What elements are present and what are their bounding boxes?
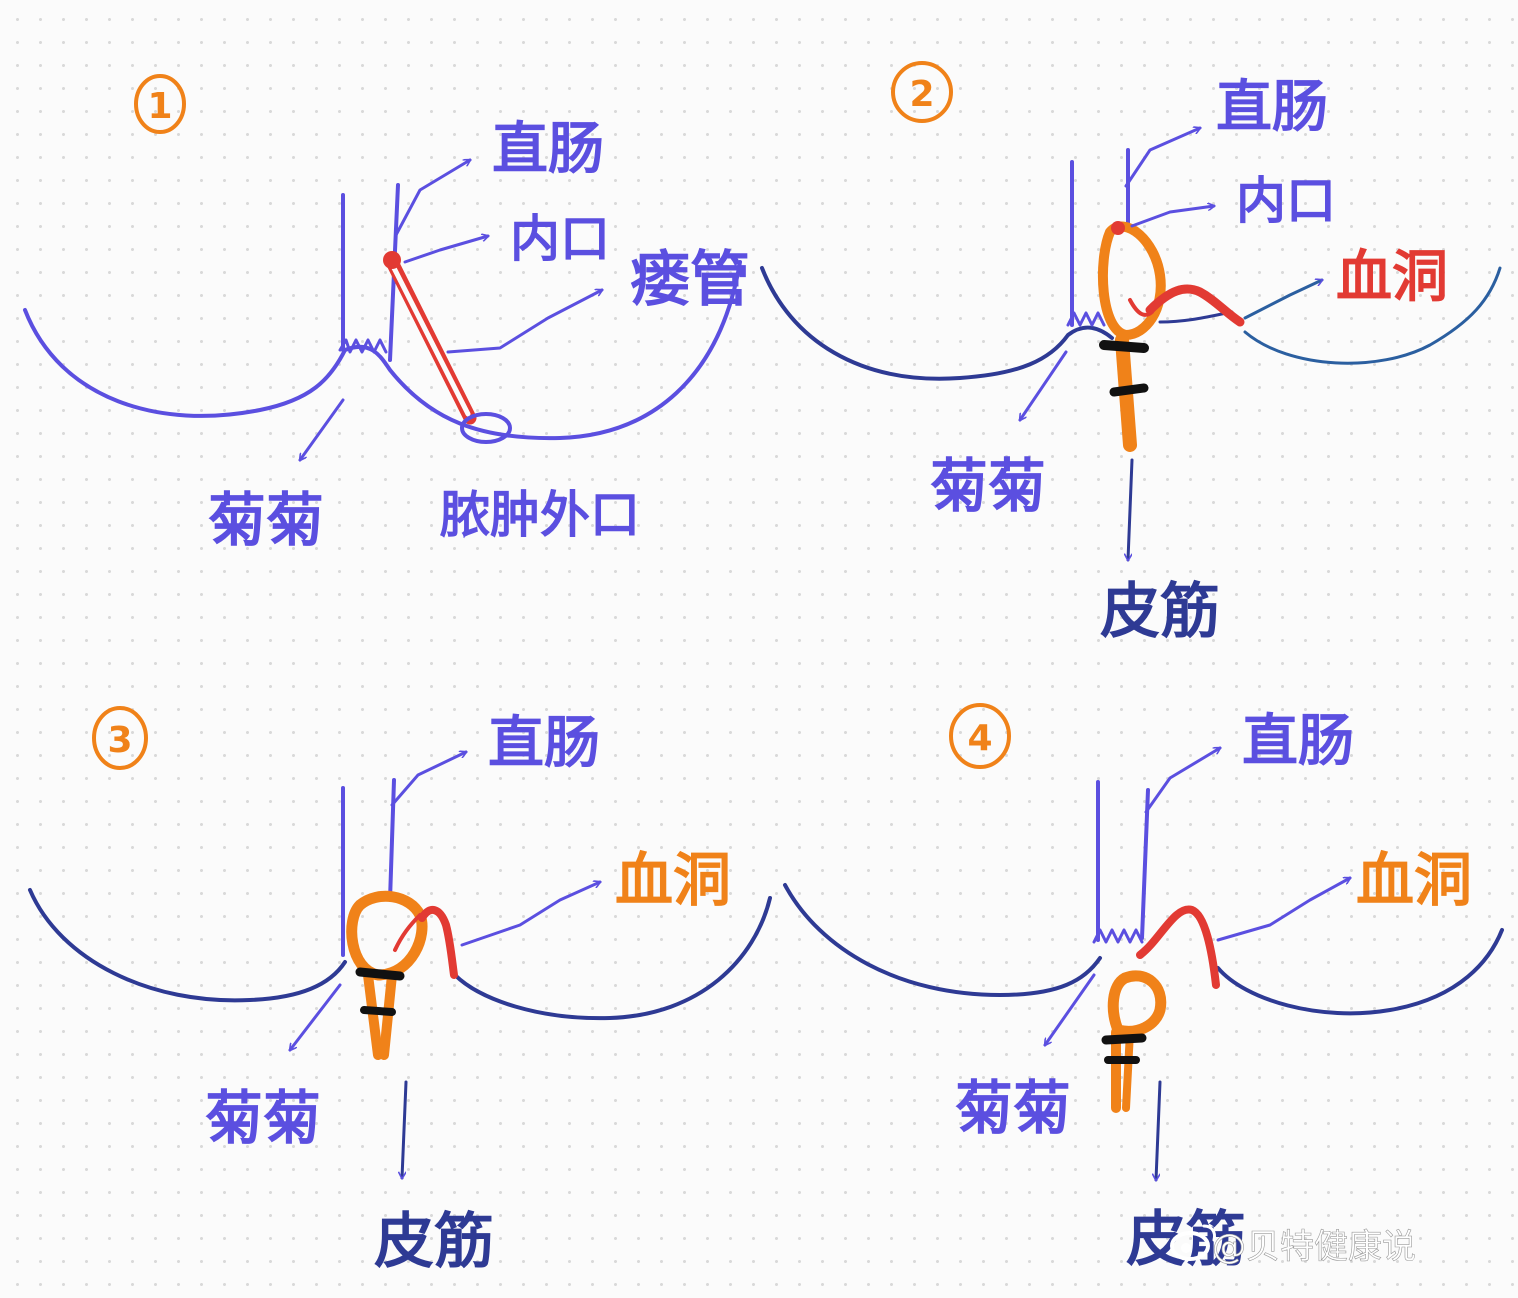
inner-opening-dot: [383, 251, 401, 269]
seton-loop: [1107, 970, 1167, 1037]
label-inner-opening: 内口: [1236, 172, 1336, 230]
buttock-outline: [783, 883, 1102, 997]
anus-mark: [1066, 311, 1106, 327]
blood-hole-wound: [418, 906, 458, 979]
buttock-outline: [1216, 928, 1504, 1016]
outer-opening-ring: [460, 412, 512, 444]
buttock-outline: [760, 266, 1114, 381]
buttock-outline: [1158, 310, 1234, 324]
panel-3: 3 直肠 血洞 菊菊 皮筋: [28, 706, 772, 1277]
rubber-band-arrow: [1156, 1080, 1162, 1180]
panel-number-1: 1: [134, 74, 186, 134]
anal-canal-wall: [1140, 788, 1150, 940]
label-blood-hole: 血洞: [1356, 846, 1472, 914]
svg-text:1: 1: [147, 86, 172, 127]
watermark: @贝特健康说: [1170, 1224, 1416, 1267]
buttock-outline: [453, 896, 772, 1021]
panel-number-2: 2: [891, 61, 953, 123]
label-rectum: 直肠: [488, 711, 600, 776]
anus-arrow: [1043, 973, 1096, 1045]
anal-canal-wall: [388, 778, 396, 902]
seton-tie: [1099, 340, 1149, 353]
seton-tail: [1122, 1028, 1134, 1112]
label-rectum: 直肠: [1242, 709, 1354, 774]
blood-hole-wound: [1136, 905, 1220, 989]
panel-2: 2 直肠 内口 血洞 菊菊 皮筋: [760, 61, 1502, 647]
seton-tie: [360, 1006, 396, 1016]
anus-arrow: [1018, 350, 1068, 420]
buttock-outline: [28, 888, 347, 1003]
svg-text:3: 3: [107, 720, 132, 761]
label-inner-opening: 内口: [510, 210, 610, 268]
weibo-logo-icon: [1170, 1224, 1216, 1261]
label-anus: 菊菊: [930, 452, 1046, 520]
seton-loop: [346, 890, 428, 981]
label-blood-hole: 血洞: [1336, 245, 1448, 310]
buttock-outline: [23, 260, 742, 441]
label-anus: 菊菊: [955, 1074, 1071, 1142]
label-blood-hole: 血洞: [615, 846, 731, 914]
seton-tie: [1109, 383, 1149, 397]
blood-hole-arrow: [460, 882, 600, 947]
seton-loop: [1098, 221, 1166, 340]
svg-text:4: 4: [967, 718, 992, 759]
anus-arrow: [288, 983, 342, 1050]
rectum-arrow: [1124, 128, 1200, 188]
inner-opening-arrow: [1130, 206, 1214, 228]
rectum-arrow: [394, 158, 470, 237]
blood-hole-arrow: [1243, 280, 1322, 320]
label-rectum: 直肠: [1216, 75, 1328, 140]
blood-hole-wound: [1145, 284, 1245, 327]
seton-tie: [355, 967, 405, 981]
rubber-band-arrow: [402, 1080, 408, 1178]
panel-number-4: 4: [949, 703, 1011, 769]
label-rubber-band: 皮筋: [374, 1207, 494, 1277]
inner-opening-arrow: [403, 236, 488, 264]
rubber-band-arrow: [1128, 458, 1134, 560]
seton-tail: [363, 970, 383, 1060]
label-abscess-outer-opening: 脓肿外口: [439, 486, 640, 544]
watermark-text: @贝特健康说: [1212, 1227, 1416, 1267]
label-anus: 菊菊: [208, 486, 324, 554]
rectum-arrow: [1144, 746, 1220, 814]
fistula-arrow: [446, 288, 602, 354]
seton-tie: [1101, 1033, 1147, 1045]
label-rubber-band: 皮筋: [1100, 577, 1220, 647]
label-anus: 菊菊: [205, 1084, 321, 1152]
svg-text:2: 2: [909, 74, 934, 115]
buttock-outline: [1243, 266, 1502, 365]
anus-mark: [1092, 928, 1144, 944]
label-rubber-band: 皮筋: [1126, 1205, 1246, 1275]
label-fistula-tract: 瘘管: [630, 245, 750, 315]
panel-1: 1 直肠 内口 瘘管 菊菊 脓肿外口: [23, 74, 750, 554]
panel-4: 4 直肠 血洞 菊菊 皮筋: [783, 703, 1504, 1275]
anus-arrow: [298, 398, 345, 460]
panel-number-3: 3: [92, 706, 148, 770]
rectum-arrow: [390, 752, 466, 807]
blood-hole-arrow: [1216, 876, 1350, 942]
anus-mark: [338, 338, 388, 354]
label-rectum: 直肠: [492, 117, 604, 182]
